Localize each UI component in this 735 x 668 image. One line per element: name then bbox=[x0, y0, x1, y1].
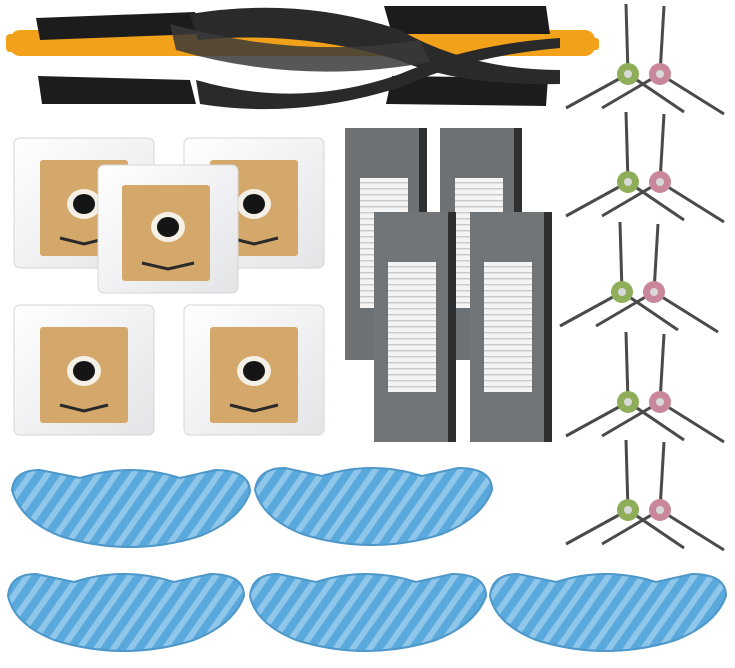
side-brush-pair bbox=[565, 331, 725, 444]
side-brush-icon bbox=[565, 111, 685, 222]
dust-bag-icon bbox=[97, 164, 239, 294]
mop-pad-icon bbox=[10, 468, 252, 548]
side-brush-pair bbox=[565, 3, 725, 116]
side-brush-icon bbox=[559, 221, 679, 332]
side-brush-icon bbox=[595, 223, 719, 334]
main-roller-brush bbox=[6, 6, 599, 110]
mop-pad-icon bbox=[488, 572, 728, 652]
dust-bags bbox=[13, 137, 325, 436]
side-brush-icon bbox=[601, 441, 725, 552]
side-brush-pair bbox=[559, 221, 719, 334]
side-brush-icon bbox=[601, 5, 725, 116]
side-brush-icon bbox=[565, 439, 685, 550]
filter-icon bbox=[374, 212, 456, 442]
mop-pad-icon bbox=[253, 466, 494, 546]
hepa-filters bbox=[345, 128, 552, 442]
filter-icon bbox=[470, 212, 552, 442]
side-brush-icon bbox=[565, 3, 685, 114]
side-brush-icon bbox=[601, 333, 725, 444]
mop-pad-icon bbox=[6, 572, 246, 652]
side-brush-pair bbox=[565, 439, 725, 552]
side-brush-pair bbox=[565, 111, 725, 224]
main-brush-icon bbox=[6, 6, 599, 110]
dust-bag-icon bbox=[183, 304, 325, 436]
mop-pads bbox=[6, 466, 728, 652]
side-brush-icon bbox=[601, 113, 725, 224]
side-brush-icon bbox=[565, 331, 685, 442]
dust-bag-icon bbox=[13, 304, 155, 436]
mop-pad-icon bbox=[248, 572, 488, 652]
side-brushes bbox=[559, 3, 725, 552]
